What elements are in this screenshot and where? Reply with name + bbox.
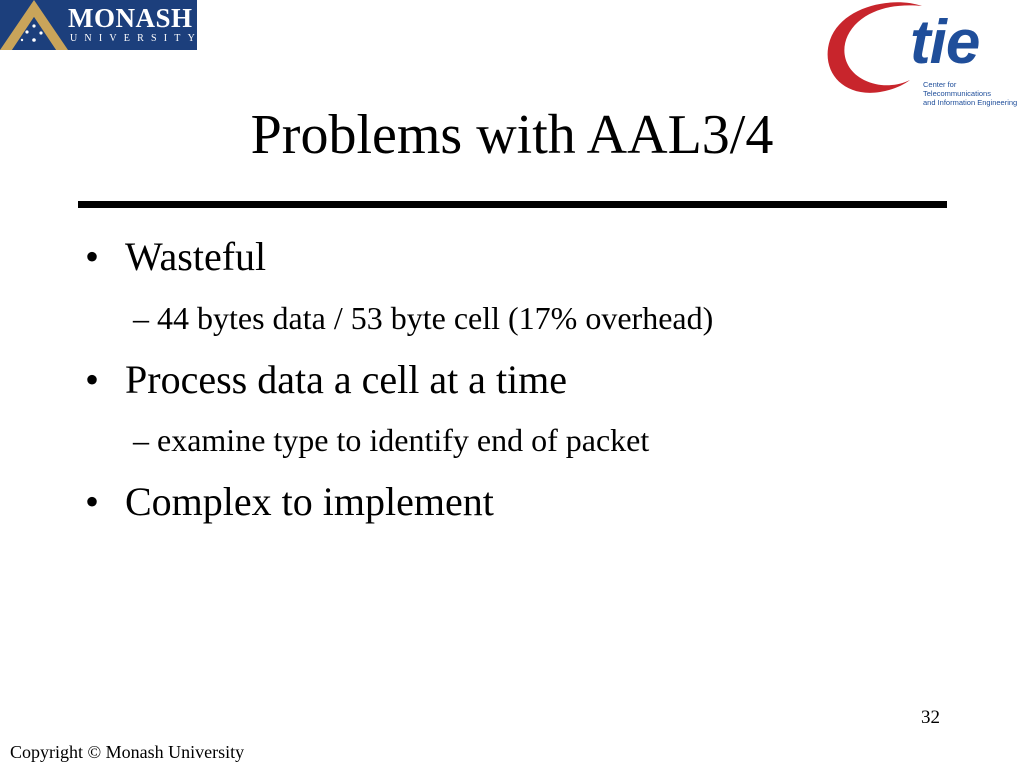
monash-logo-name: MONASH bbox=[68, 3, 193, 33]
ctie-logo: tie Center for Telecommunications and In… bbox=[822, 0, 1024, 107]
bullet-marker: • bbox=[85, 357, 100, 402]
ctie-logo-word: tie bbox=[910, 8, 980, 77]
sub-bullet-item: – 44 bytes data / 53 byte cell (17% over… bbox=[133, 298, 713, 338]
bullet-text: Process data a cell at a time bbox=[125, 357, 568, 402]
monash-chevron-icon bbox=[0, 0, 68, 50]
bullet-marker: • bbox=[85, 479, 100, 524]
title-divider bbox=[78, 201, 947, 208]
ctie-logo-subtitle-line1: Center for Telecommunications bbox=[923, 80, 991, 98]
ctie-logo-subtitle: Center for Telecommunications and Inform… bbox=[923, 80, 1023, 107]
sub-bullet-item: – examine type to identify end of packet bbox=[133, 420, 649, 460]
bullet-text: Wasteful bbox=[125, 234, 267, 279]
page-number: 32 bbox=[921, 707, 940, 728]
sub-bullet-marker: – bbox=[133, 300, 149, 336]
sub-bullet-text: examine type to identify end of packet bbox=[157, 422, 650, 458]
sub-bullet-text: 44 bytes data / 53 byte cell (17% overhe… bbox=[157, 300, 714, 336]
bullet-item: • Process data a cell at a time bbox=[85, 356, 567, 404]
sub-bullet-marker: – bbox=[133, 422, 149, 458]
monash-logo-subtitle: UNIVERSITY bbox=[70, 33, 197, 44]
bullet-marker: • bbox=[85, 234, 100, 279]
bullet-text: Complex to implement bbox=[125, 479, 494, 524]
bullet-item: • Wasteful bbox=[85, 233, 266, 281]
copyright-notice: Copyright © Monash University bbox=[10, 742, 245, 762]
bullet-item: • Complex to implement bbox=[85, 478, 494, 526]
ctie-logo-subtitle-line2: and Information Engineering bbox=[923, 98, 1018, 107]
monash-university-logo: MONASH UNIVERSITY bbox=[0, 0, 197, 50]
slide-title: Problems with AAL3/4 bbox=[250, 104, 774, 166]
ctie-swoosh-icon bbox=[827, 2, 922, 93]
